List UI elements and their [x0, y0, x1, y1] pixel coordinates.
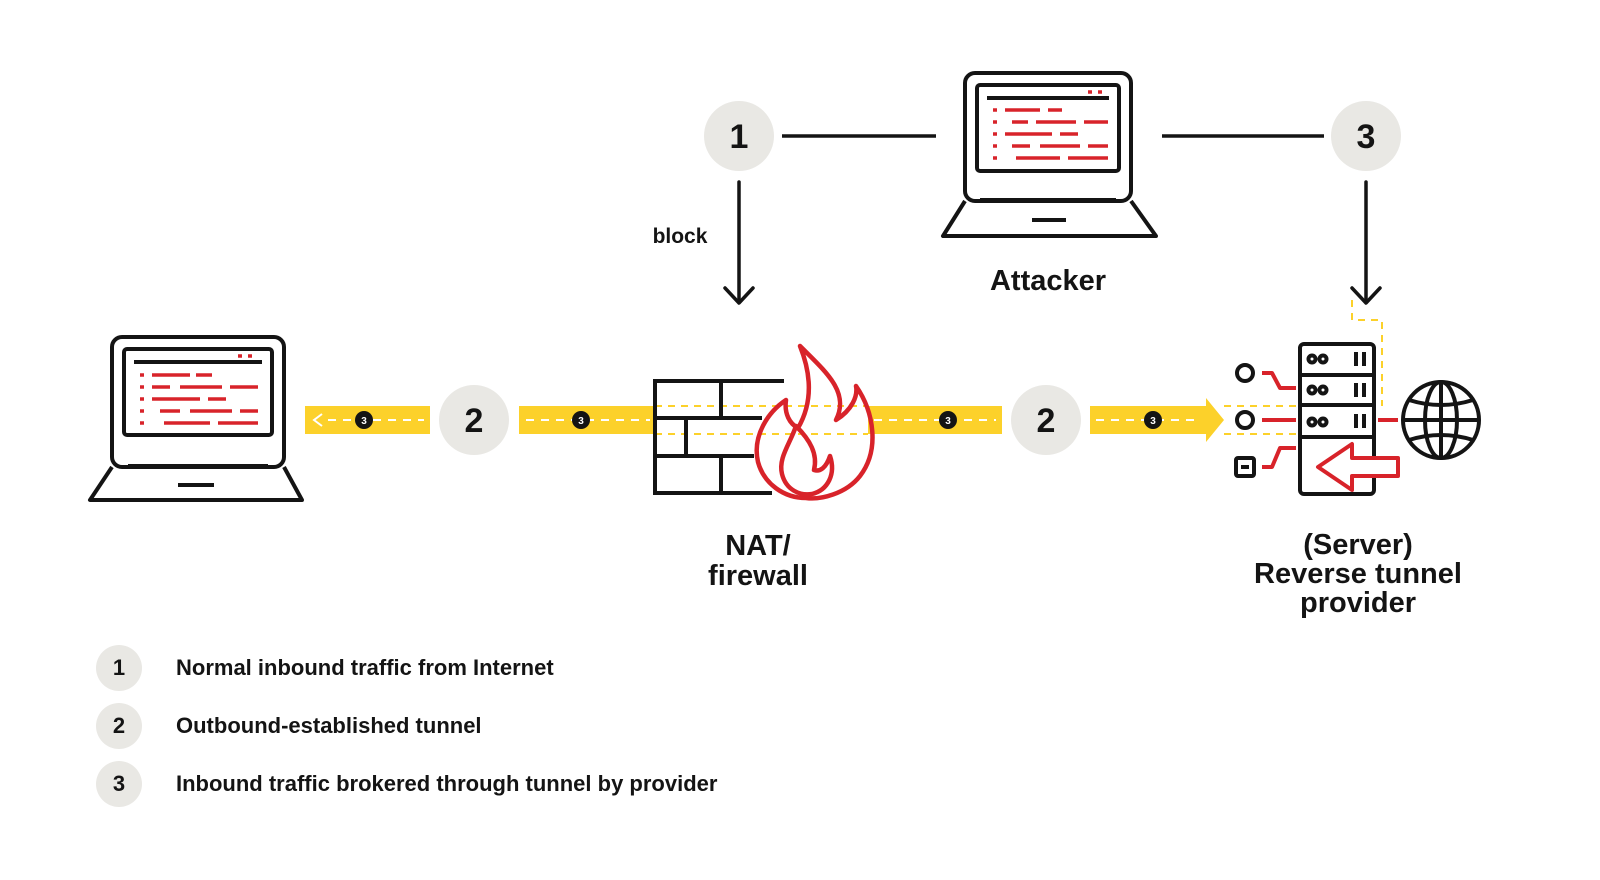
return-arrow-icon [1316, 442, 1400, 492]
firewall-icon [653, 379, 784, 495]
fire-icon [754, 343, 875, 501]
client-device-icon [1234, 456, 1256, 478]
server-icon [1298, 342, 1376, 496]
legend-number-badge: 2 [96, 703, 142, 749]
attacker-laptop-icon [941, 71, 1158, 238]
marker-2-left: 2 [439, 385, 509, 455]
server-red-links [1262, 371, 1398, 469]
tunnel-marker-3d [1144, 411, 1162, 429]
tunnel-small-markers: 3 3 3 3 [355, 411, 1162, 429]
nat-label-line: NAT/ [725, 530, 791, 562]
tunnel-marker-label: 3 [361, 416, 367, 427]
client-node-icon [1235, 410, 1255, 430]
legend-text: Inbound traffic brokered through tunnel … [176, 771, 718, 796]
tunnel-marker-label: 3 [945, 416, 951, 427]
marker-3: 3 [1331, 101, 1401, 171]
tunnel-marker-label: 3 [1150, 416, 1156, 427]
victim-laptop-icon [88, 335, 304, 502]
marker-1: 1 [704, 101, 774, 171]
tunnel-marker-label: 3 [578, 416, 584, 427]
server-label: (Server) Reverse tunnel provider [1228, 531, 1488, 618]
attacker-label: Attacker [989, 265, 1107, 297]
tunnel-marker-3b [572, 411, 590, 429]
server-label-line3: provider [1299, 587, 1417, 619]
block-arrow [723, 180, 755, 305]
marker-2-right: 2 [1011, 385, 1081, 455]
marker-2-label: 2 [1037, 402, 1056, 440]
tunnel-marker-3c [939, 411, 957, 429]
server-label-line2: Reverse tunnel [1254, 558, 1462, 590]
block-label: block [652, 225, 708, 248]
globe-icon [1401, 380, 1481, 460]
marker-1-label: 1 [730, 118, 749, 156]
marker-2-label: 2 [465, 402, 484, 440]
nat-firewall-label: NAT/ firewall [668, 531, 848, 591]
legend-number-badge: 3 [96, 761, 142, 807]
server-label-line1: (Server) [1303, 529, 1413, 561]
inbound-arrow-3 [1350, 180, 1382, 305]
tunnel-marker-3a [355, 411, 373, 429]
legend-text: Outbound-established tunnel [176, 713, 482, 738]
legend-text: Normal inbound traffic from Internet [176, 655, 554, 680]
marker-3-label: 3 [1357, 118, 1376, 156]
legend-number-badge: 1 [96, 645, 142, 691]
firewall-label-line: firewall [708, 560, 808, 592]
client-node-icon [1235, 363, 1255, 383]
server-client-icons [1234, 363, 1256, 478]
